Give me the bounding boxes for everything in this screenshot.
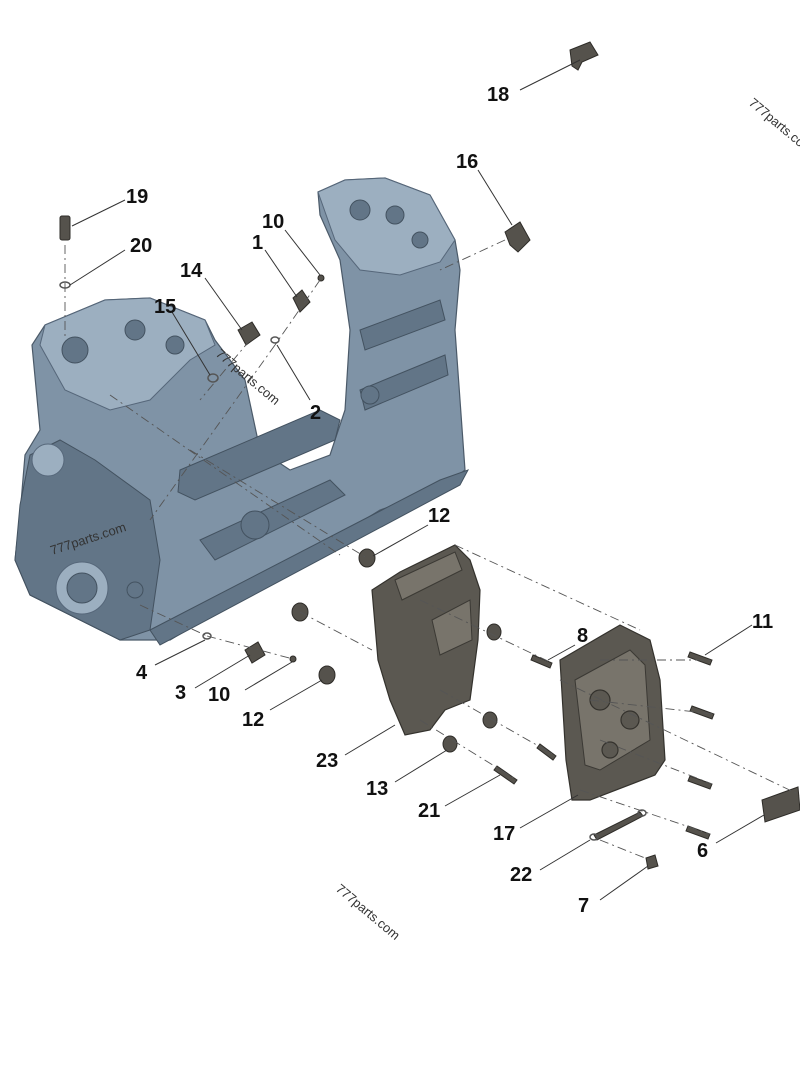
callout-12-lower: 12 [242, 709, 264, 731]
watermark-bottom: 777parts.com [333, 881, 403, 943]
callout-11: 11 [752, 611, 773, 633]
ecm-mounting-plate [371, 544, 481, 736]
callout-1: 1 [252, 232, 263, 254]
callout-12-upper: 12 [428, 505, 450, 527]
callout-22: 22 [510, 864, 532, 886]
ecm-unit [559, 624, 666, 801]
watermark-top-right: 777parts.com [746, 95, 800, 157]
callout-7: 7 [578, 895, 589, 917]
small-parts [59, 41, 715, 870]
callout-21: 21 [418, 800, 440, 822]
callout-18: 18 [487, 84, 509, 106]
callout-labels: 18 16 19 20 10 1 14 15 2 12 11 8 4 3 10 … [126, 84, 773, 917]
callout-16: 16 [456, 151, 478, 173]
label-plate [761, 786, 800, 823]
callout-10-upper: 10 [262, 211, 284, 233]
callout-20: 20 [130, 235, 152, 257]
callout-6: 6 [697, 840, 708, 862]
callout-8: 8 [577, 625, 588, 647]
assembly-lines [64, 239, 800, 861]
callout-19: 19 [126, 186, 148, 208]
callout-4: 4 [136, 662, 148, 684]
callout-10-lower: 10 [208, 684, 230, 706]
callout-15: 15 [154, 296, 176, 318]
callout-3: 3 [175, 682, 186, 704]
leader-lines [69, 59, 765, 901]
engine-block [14, 177, 470, 646]
callout-17: 17 [493, 823, 515, 845]
callout-23: 23 [316, 750, 338, 772]
callout-2: 2 [310, 402, 321, 424]
callout-14: 14 [180, 260, 203, 282]
callout-13: 13 [366, 778, 388, 800]
